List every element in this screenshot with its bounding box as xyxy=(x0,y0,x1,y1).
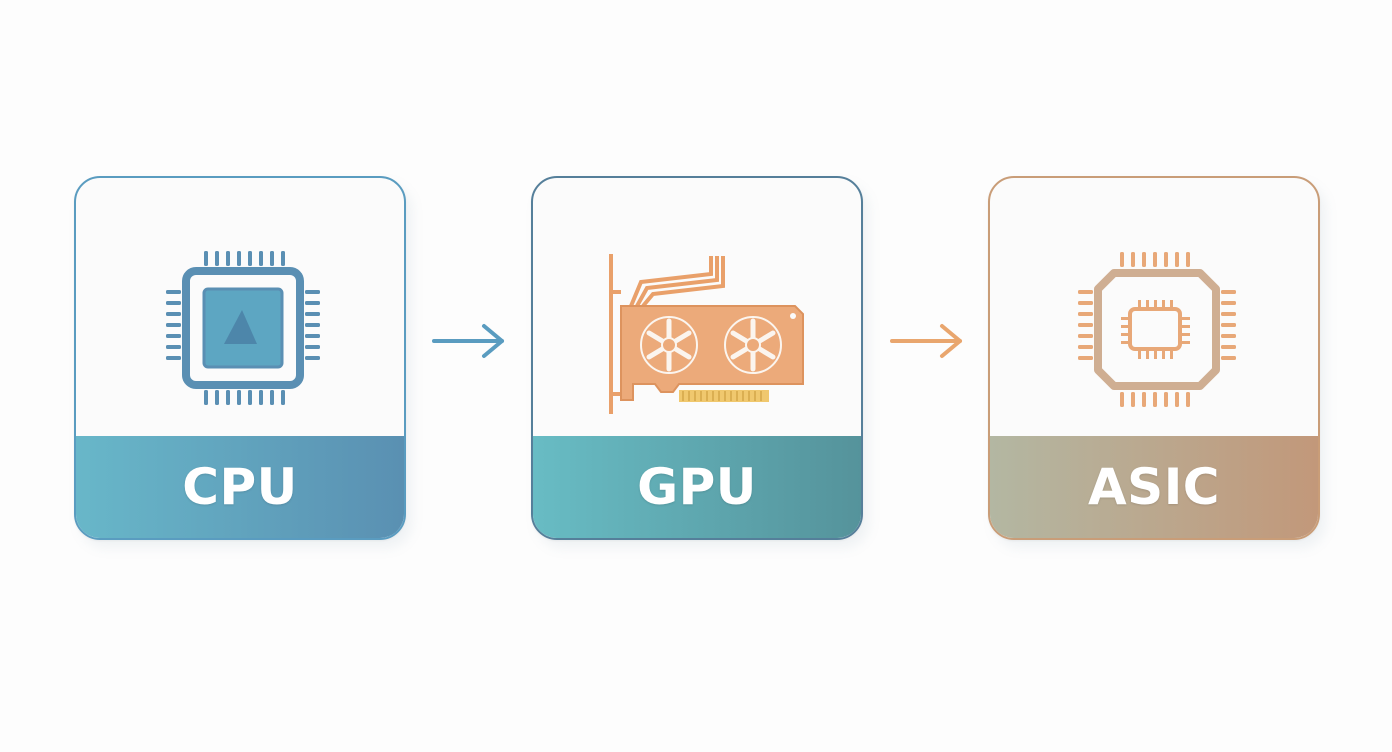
card-cpu: CPU xyxy=(74,176,406,540)
gpu-label: GPU xyxy=(637,458,757,516)
asic-chip-icon xyxy=(1078,252,1236,407)
card-cpu-icon-area xyxy=(76,178,404,440)
card-gpu-label-band: GPU xyxy=(533,436,861,538)
card-gpu-icon-area xyxy=(533,178,861,440)
card-asic-icon-area xyxy=(990,178,1318,440)
arrow-right-icon xyxy=(890,324,962,358)
arrow-right-icon xyxy=(432,324,504,358)
card-cpu-label-band: CPU xyxy=(76,436,404,538)
card-asic-label-band: ASIC xyxy=(990,436,1318,538)
asic-label: ASIC xyxy=(1087,458,1220,516)
graphics-card-icon xyxy=(609,254,804,414)
card-gpu: GPU xyxy=(531,176,863,540)
card-asic: ASIC xyxy=(988,176,1320,540)
cpu-label: CPU xyxy=(182,458,298,516)
cpu-chip-icon xyxy=(166,251,320,405)
